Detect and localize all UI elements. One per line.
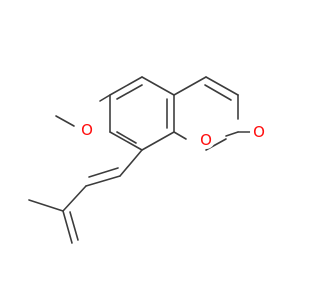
bond bbox=[173, 76, 207, 96]
bond bbox=[62, 185, 87, 212]
bond bbox=[116, 84, 143, 100]
bond bbox=[28, 199, 64, 212]
bond bbox=[205, 76, 239, 96]
bond bbox=[109, 131, 143, 151]
bond bbox=[141, 131, 175, 151]
methoxy-oxygen-label: O bbox=[81, 121, 93, 139]
bond bbox=[88, 167, 119, 178]
ring-oxygen-label: O bbox=[200, 131, 212, 149]
bond bbox=[109, 76, 143, 96]
carbonyl-oxygen-atom: O bbox=[250, 123, 268, 141]
bond bbox=[141, 76, 175, 96]
methoxy-oxygen-atom: O bbox=[78, 121, 96, 139]
bond bbox=[225, 131, 239, 137]
carbonyl-oxygen-label: O bbox=[253, 123, 265, 141]
bond bbox=[116, 131, 137, 144]
bond bbox=[119, 149, 143, 177]
bond bbox=[99, 94, 111, 102]
bond-layer bbox=[28, 76, 251, 244]
bond bbox=[55, 115, 75, 127]
bond bbox=[173, 131, 187, 140]
ring-oxygen-atom: O bbox=[197, 131, 215, 149]
structure-diagram: O O O bbox=[28, 76, 268, 244]
bond bbox=[204, 84, 232, 101]
bond bbox=[85, 175, 121, 187]
bond bbox=[69, 211, 79, 241]
bond bbox=[62, 210, 73, 244]
molecule-canvas: O O O bbox=[28, 76, 268, 244]
atom-layer: O O O bbox=[78, 121, 268, 149]
